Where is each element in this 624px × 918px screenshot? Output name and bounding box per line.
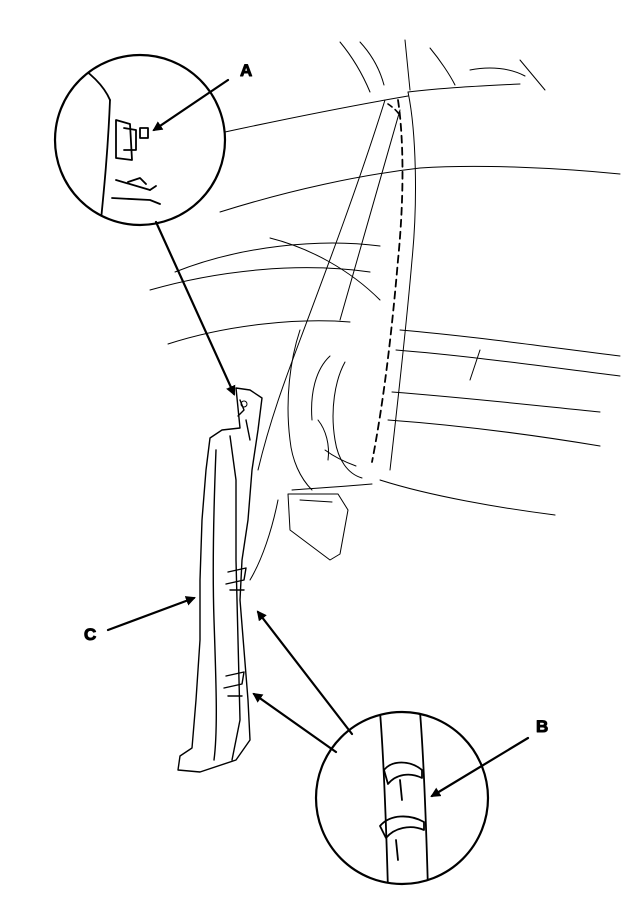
arrow-a-leader [152, 78, 230, 132]
leader-lines [106, 78, 530, 798]
trim-panel-c [177, 387, 263, 773]
callout-a: A [240, 61, 252, 80]
arrow-b-lower [252, 692, 338, 754]
callout-b: B [536, 717, 548, 736]
detail-circle-clip-a [53, 53, 227, 227]
arrow-top-to-panel [154, 220, 236, 396]
vehicle-body-outline [149, 39, 621, 581]
arrow-b-leader [430, 736, 530, 798]
callout-c: C [84, 625, 96, 644]
arrow-c-leader [106, 596, 196, 632]
arrow-b-upper [256, 610, 354, 736]
detail-circle-clips-b [314, 710, 490, 886]
